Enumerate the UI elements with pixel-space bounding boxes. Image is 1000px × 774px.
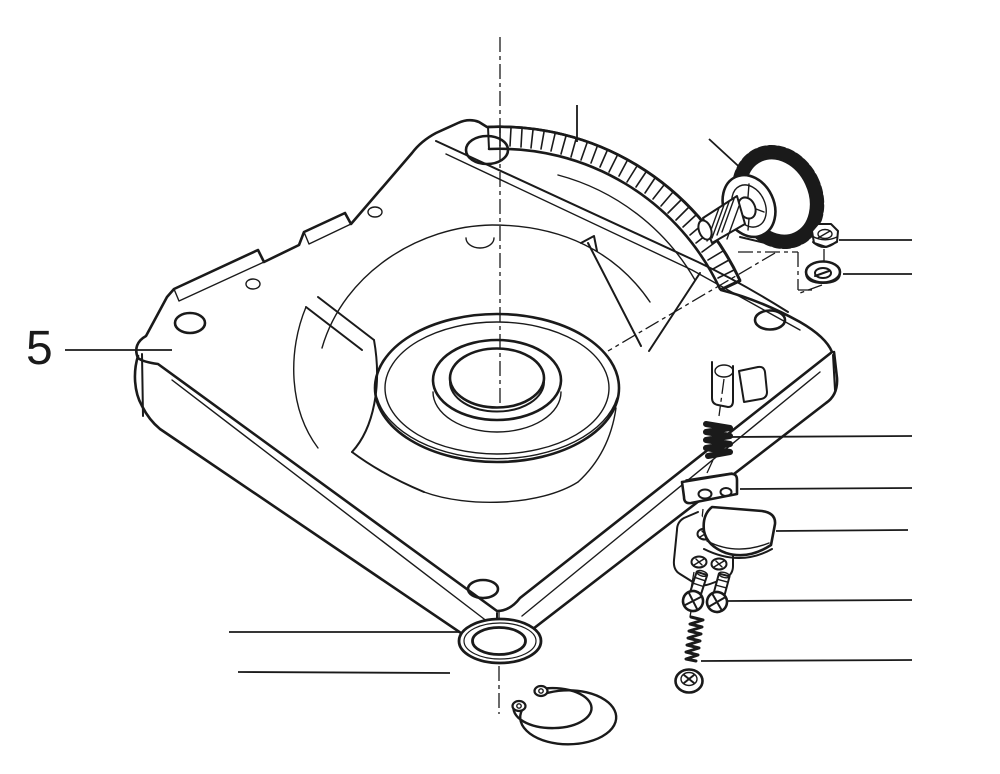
pivot-bracket xyxy=(672,505,777,590)
mount-hole-bottom xyxy=(466,578,500,600)
scale-arc xyxy=(486,125,742,291)
callout-label-5: 5 xyxy=(26,322,53,375)
leader-cap-screw xyxy=(700,659,913,662)
compression-spring xyxy=(703,378,733,474)
flat-washer xyxy=(457,617,543,665)
projection-lines xyxy=(607,249,825,352)
pan-head-screws xyxy=(681,569,731,618)
base-housing xyxy=(133,118,839,655)
leader-retaining-ring xyxy=(237,671,451,674)
leader-bracket xyxy=(775,529,909,532)
leader-lines xyxy=(65,105,913,674)
lock-washer xyxy=(804,260,842,284)
leader-spring xyxy=(727,435,913,438)
leader-clamp-block xyxy=(739,487,913,490)
hex-nut xyxy=(811,223,839,248)
leader-screws xyxy=(727,599,913,602)
mount-hole-right xyxy=(753,309,787,331)
adjustment-knob-worm xyxy=(697,144,825,250)
retaining-ring xyxy=(511,684,618,746)
worm-shaft xyxy=(702,195,746,244)
center-boss xyxy=(373,312,621,464)
leader-knob xyxy=(708,138,748,175)
socket-cap-screw xyxy=(674,615,705,694)
spring-slot xyxy=(711,361,768,408)
scale-tick-marks xyxy=(499,127,735,279)
interior-ribs xyxy=(293,224,701,503)
mount-hole-left xyxy=(173,311,207,335)
bracket-cover xyxy=(702,505,777,557)
centerline xyxy=(498,37,501,714)
